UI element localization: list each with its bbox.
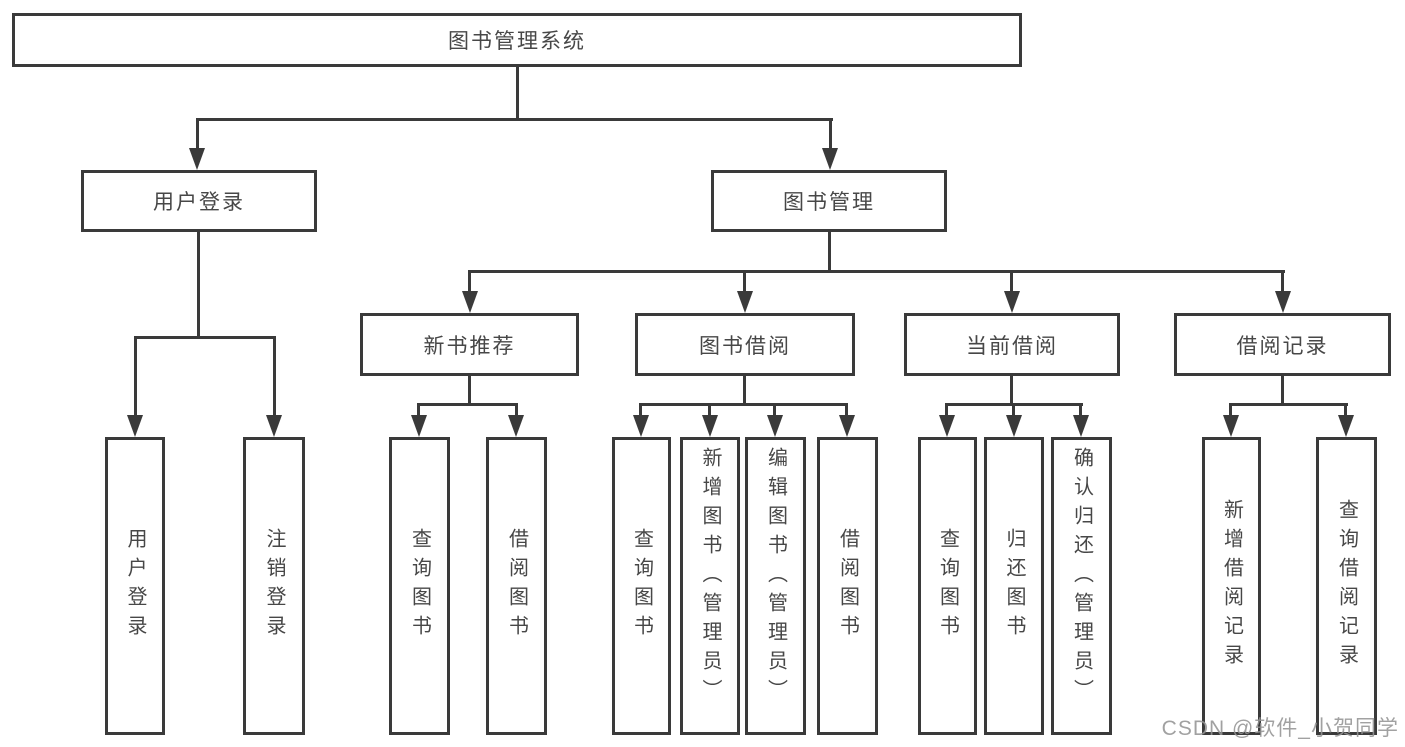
leaf-user-login-label: 用户登录	[124, 528, 146, 644]
connector-line	[743, 270, 746, 296]
leaf-logout-label: 注销登录	[263, 528, 285, 644]
arrowhead-down-icon	[508, 415, 524, 437]
connector-line	[773, 403, 776, 418]
leaf-query-borrow-record: 查询借阅记录	[1316, 437, 1377, 735]
connector-line	[1281, 376, 1284, 406]
arrowhead-down-icon	[1006, 415, 1022, 437]
leaf-confirm-return-admin-label: 确认归还（管理员）	[1070, 447, 1093, 708]
node-current-borrow-label: 当前借阅	[966, 334, 1058, 358]
connector-line	[1079, 403, 1082, 418]
leaf-query-books-current: 查询图书	[918, 437, 977, 735]
leaf-add-borrow-record-label: 新增借阅记录	[1220, 499, 1243, 673]
node-user-login-label: 用户登录	[153, 191, 245, 214]
leaf-query-books-recommend-label: 查询图书	[408, 528, 431, 644]
connector-line	[845, 403, 848, 418]
connector-line	[417, 403, 518, 406]
leaf-borrow-books-2: 借阅图书	[817, 437, 878, 735]
connector-line	[197, 232, 200, 339]
connector-line	[1010, 270, 1013, 296]
connector-line	[134, 336, 137, 418]
connector-line	[196, 118, 833, 121]
leaf-edit-book-admin-label: 编辑图书（管理员）	[764, 447, 787, 708]
leaf-query-borrow-record-label: 查询借阅记录	[1335, 499, 1358, 673]
arrowhead-down-icon	[1073, 415, 1089, 437]
root-node-label: 图书管理系统	[448, 30, 586, 53]
leaf-borrow-books-recommend-label: 借阅图书	[505, 528, 528, 644]
node-borrow-records: 借阅记录	[1174, 313, 1391, 376]
connector-line	[1281, 270, 1284, 296]
connector-line	[1012, 403, 1015, 418]
connector-line	[273, 336, 276, 418]
root-node-library-system: 图书管理系统	[12, 13, 1022, 67]
connector-line	[828, 232, 831, 273]
node-book-management: 图书管理	[711, 170, 947, 232]
connector-line	[1229, 403, 1348, 406]
connector-line	[708, 403, 711, 418]
connector-line	[468, 270, 471, 296]
leaf-confirm-return-admin: 确认归还（管理员）	[1051, 437, 1112, 735]
node-new-book-recommend: 新书推荐	[360, 313, 579, 376]
arrowhead-down-icon	[462, 291, 478, 313]
node-user-login: 用户登录	[81, 170, 317, 232]
connector-line	[1344, 403, 1347, 418]
connector-line	[1229, 403, 1232, 418]
connector-line	[196, 118, 199, 152]
leaf-query-books-borrow-label: 查询图书	[630, 528, 653, 644]
leaf-return-books: 归还图书	[984, 437, 1044, 735]
arrowhead-down-icon	[767, 415, 783, 437]
connector-line	[945, 403, 948, 418]
arrowhead-down-icon	[1223, 415, 1239, 437]
leaf-borrow-books-2-label: 借阅图书	[836, 528, 859, 644]
leaf-logout: 注销登录	[243, 437, 305, 735]
node-new-book-recommend-label: 新书推荐	[423, 334, 516, 358]
connector-line	[134, 336, 276, 339]
connector-line	[829, 118, 832, 152]
leaf-add-book-admin-label: 新增图书（管理员）	[699, 447, 721, 708]
arrowhead-down-icon	[189, 148, 205, 170]
node-book-borrow: 图书借阅	[635, 313, 855, 376]
connector-line	[469, 270, 1285, 273]
leaf-borrow-books-recommend: 借阅图书	[486, 437, 547, 735]
arrowhead-down-icon	[1004, 291, 1020, 313]
connector-line	[743, 376, 746, 406]
node-book-management-label: 图书管理	[783, 191, 875, 214]
arrowhead-down-icon	[633, 415, 649, 437]
arrowhead-down-icon	[127, 415, 143, 437]
leaf-return-books-label: 归还图书	[1003, 528, 1025, 644]
leaf-query-books-current-label: 查询图书	[936, 528, 959, 644]
connector-line	[417, 403, 420, 418]
connector-line	[468, 376, 471, 406]
arrowhead-down-icon	[702, 415, 718, 437]
leaf-user-login: 用户登录	[105, 437, 165, 735]
arrowhead-down-icon	[939, 415, 955, 437]
arrowhead-down-icon	[839, 415, 855, 437]
leaf-add-borrow-record: 新增借阅记录	[1202, 437, 1261, 735]
leaf-query-books-borrow: 查询图书	[612, 437, 671, 735]
node-current-borrow: 当前借阅	[904, 313, 1120, 376]
arrowhead-down-icon	[1338, 415, 1354, 437]
arrowhead-down-icon	[411, 415, 427, 437]
arrowhead-down-icon	[737, 291, 753, 313]
leaf-query-books-recommend: 查询图书	[389, 437, 450, 735]
leaf-add-book-admin: 新增图书（管理员）	[680, 437, 740, 735]
connector-line	[515, 403, 518, 418]
leaf-edit-book-admin: 编辑图书（管理员）	[745, 437, 806, 735]
node-book-borrow-label: 图书借阅	[699, 334, 791, 358]
connector-line	[639, 403, 642, 418]
connector-line	[1010, 376, 1013, 406]
connector-line	[639, 403, 848, 406]
connector-line	[516, 66, 519, 121]
node-borrow-records-label: 借阅记录	[1236, 334, 1329, 358]
arrowhead-down-icon	[822, 148, 838, 170]
csdn-watermark: CSDN @软件_小贺同学	[1161, 717, 1399, 740]
arrowhead-down-icon	[266, 415, 282, 437]
arrowhead-down-icon	[1275, 291, 1291, 313]
